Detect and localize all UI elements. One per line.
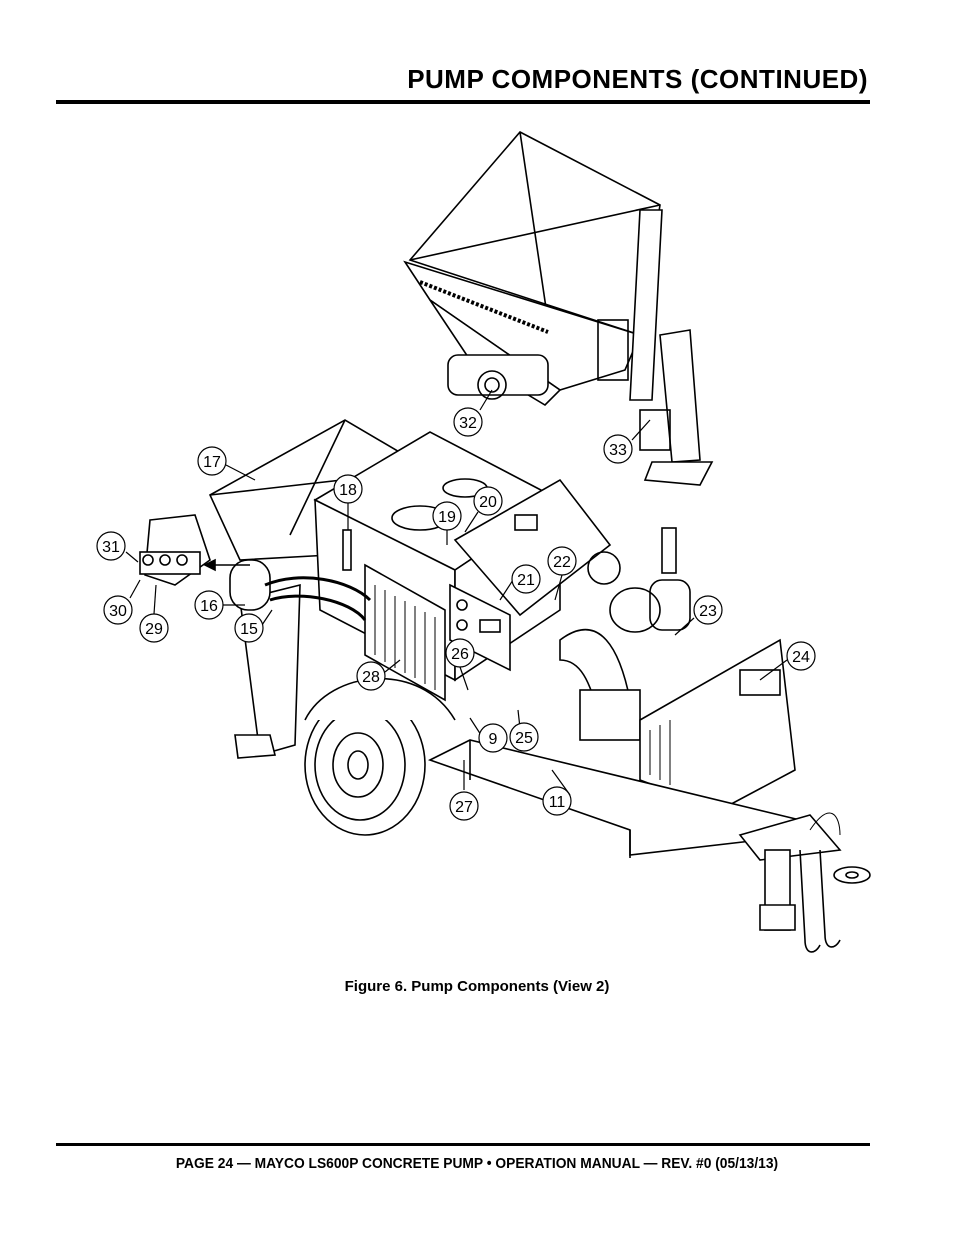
hopper-drawing	[403, 130, 714, 486]
callout-label: 29	[145, 621, 163, 638]
callout-32: 32	[453, 407, 483, 437]
callout-label: 27	[455, 799, 473, 816]
callout-18: 18	[333, 474, 363, 504]
pump-line-drawing: 32 33 17 18 19 20 31 30 29 16 15 21 22 2…	[96, 130, 871, 953]
callout-27: 27	[449, 791, 479, 821]
callout-label: 19	[438, 509, 456, 526]
valve-block-drawing	[139, 514, 250, 586]
callout-22: 22	[547, 546, 577, 576]
callout-28: 28	[356, 661, 386, 691]
callout-label: 31	[102, 539, 120, 556]
callout-label: 30	[109, 603, 127, 620]
header-rule	[56, 100, 870, 104]
callout-label: 22	[553, 554, 571, 571]
callout-29: 29	[139, 613, 169, 643]
callout-label: 18	[339, 482, 357, 499]
callout-23: 23	[693, 595, 723, 625]
callout-label: 9	[489, 731, 498, 748]
tow-hitch-drawing	[738, 812, 871, 953]
callout-9: 9	[478, 723, 508, 753]
callout-26: 26	[445, 638, 475, 668]
callout-label: 28	[362, 669, 380, 686]
callout-label: 24	[792, 649, 810, 666]
callout-label: 32	[459, 415, 477, 432]
callout-label: 11	[549, 794, 566, 811]
callout-21: 21	[511, 564, 541, 594]
pump-components-figure: 32 33 17 18 19 20 31 30 29 16 15 21 22 2…	[0, 120, 954, 980]
callout-17: 17	[197, 446, 227, 476]
callout-15: 15	[234, 613, 264, 643]
callout-label: 26	[451, 646, 469, 663]
callout-label: 33	[609, 442, 627, 459]
callout-label: 23	[699, 603, 717, 620]
page-heading: PUMP COMPONENTS (CONTINUED)	[407, 64, 868, 94]
callout-label: 25	[515, 730, 533, 747]
callout-label: 15	[240, 621, 258, 638]
callout-label: 21	[517, 572, 535, 589]
wheel-drawing	[304, 677, 456, 836]
callout-label: 17	[203, 454, 221, 471]
callout-24: 24	[786, 641, 816, 671]
page-footer: PAGE 24 — MAYCO LS600P CONCRETE PUMP • O…	[175, 1155, 779, 1172]
figure-caption: Figure 6. Pump Components (View 2)	[344, 978, 610, 995]
callout-16: 16	[194, 590, 224, 620]
callout-11: 11	[542, 786, 572, 816]
callout-20: 20	[473, 486, 503, 516]
callout-31: 31	[96, 531, 126, 561]
footer-rule	[56, 1143, 870, 1146]
callout-label: 16	[200, 598, 218, 615]
pump-body-drawing	[208, 419, 803, 860]
callout-33: 33	[603, 434, 633, 464]
callout-group: 32 33 17 18 19 20 31 30 29 16 15 21 22 2…	[96, 407, 816, 821]
callout-19: 19	[432, 501, 462, 531]
callout-30: 30	[103, 595, 133, 625]
callout-label: 20	[479, 494, 497, 511]
callout-25: 25	[509, 722, 539, 752]
